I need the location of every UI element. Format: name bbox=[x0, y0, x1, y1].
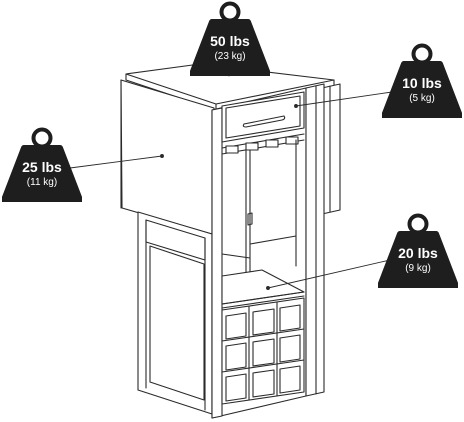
leader-line-drawer bbox=[295, 91, 393, 107]
stemware-rack bbox=[221, 133, 305, 155]
leader-line-leaf bbox=[69, 155, 163, 169]
weight-value-kg: (23 kg) bbox=[214, 51, 246, 62]
wine-rack bbox=[221, 297, 305, 405]
drop-leaf bbox=[120, 79, 215, 235]
weight-badge-shelf: 20 lbs (9 kg) bbox=[378, 212, 458, 288]
middle-shelf bbox=[221, 269, 305, 309]
weight-value-lbs: 20 lbs bbox=[398, 245, 438, 261]
kettlebell-weight-icon bbox=[378, 213, 458, 288]
leader-line-shelf bbox=[267, 259, 391, 289]
weight-value-lbs: 25 lbs bbox=[22, 159, 62, 175]
weight-value-kg: (11 kg) bbox=[26, 177, 58, 188]
open-cabinet bbox=[221, 139, 297, 277]
weight-value-kg: (9 kg) bbox=[405, 263, 431, 274]
weight-value-lbs: 10 lbs bbox=[402, 75, 442, 91]
kettlebell-weight-icon bbox=[190, 1, 270, 76]
weight-value-lbs: 50 lbs bbox=[210, 33, 250, 49]
weight-badge-drawer: 10 lbs (5 kg) bbox=[382, 42, 462, 118]
side-panel-left bbox=[137, 211, 213, 415]
weight-badge-leaf: 25 lbs (11 kg) bbox=[2, 126, 82, 202]
drawer bbox=[221, 91, 305, 143]
kettlebell-weight-icon bbox=[382, 43, 462, 118]
kettlebell-weight-icon bbox=[2, 127, 82, 202]
side-leaf-right bbox=[321, 83, 341, 215]
weight-badge-top: 50 lbs (23 kg) bbox=[190, 0, 270, 76]
weight-value-kg: (5 kg) bbox=[409, 93, 435, 104]
